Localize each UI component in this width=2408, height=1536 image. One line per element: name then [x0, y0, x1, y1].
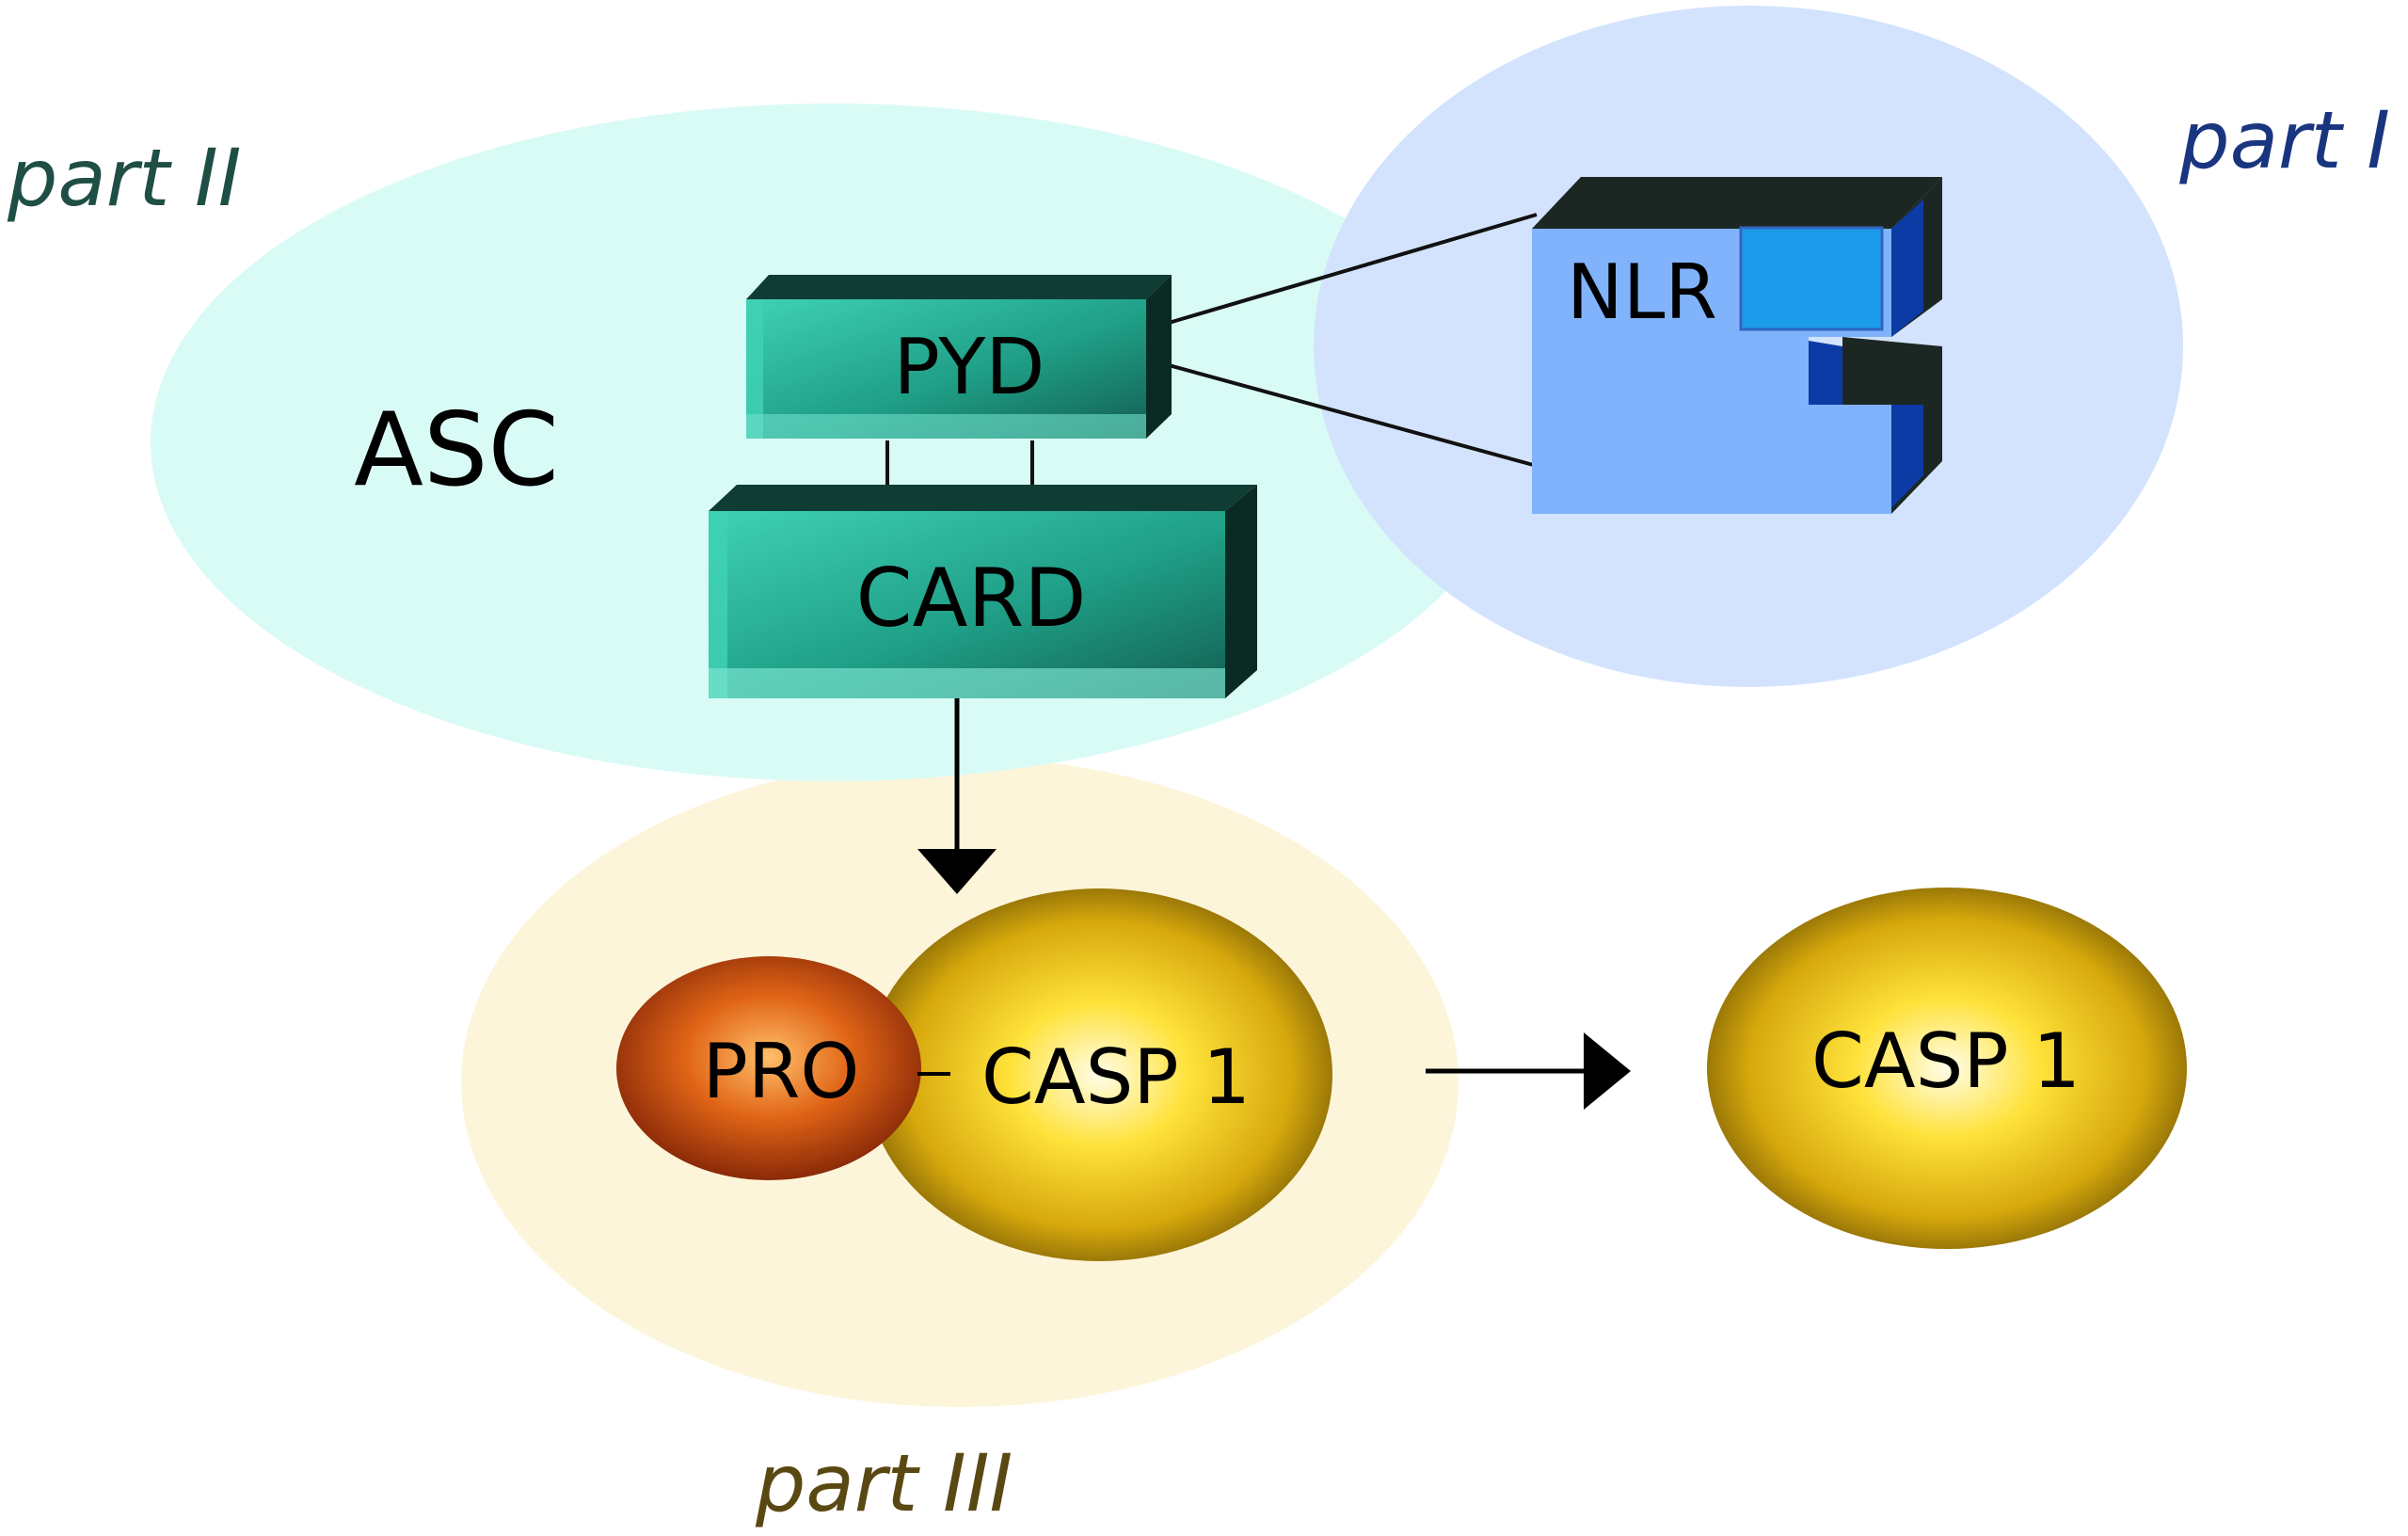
nlr-label: NLR: [1567, 248, 1717, 336]
casp-activation-arrowhead: [1584, 1032, 1631, 1110]
part3-label: part III: [755, 1437, 1013, 1529]
card-domain: CARD: [709, 485, 1257, 698]
casp1-free-ellipse: [1707, 888, 2187, 1249]
pyd-label: PYD: [894, 323, 1045, 412]
asc-label: ASC: [354, 392, 559, 509]
pro-label: PRO: [703, 1028, 860, 1115]
nlr-protein: NLR: [1532, 177, 1942, 514]
casp1-bound-ellipse: [866, 888, 1332, 1261]
pyd-nlr-link-top: [1168, 213, 1538, 325]
pyd-nlr-link-bottom: [1168, 363, 1538, 468]
part1-label: part I: [2178, 94, 2390, 186]
casp1-free-label: CASP 1: [1811, 1017, 2081, 1105]
casp1-bound-label: CASP 1: [981, 1033, 1251, 1121]
pro-ellipse: [616, 956, 921, 1180]
card-to-casp-arrowhead: [917, 849, 997, 894]
card-label: CARD: [856, 552, 1087, 646]
part2-label: part II: [7, 132, 242, 224]
pyd-domain: PYD: [746, 275, 1172, 439]
